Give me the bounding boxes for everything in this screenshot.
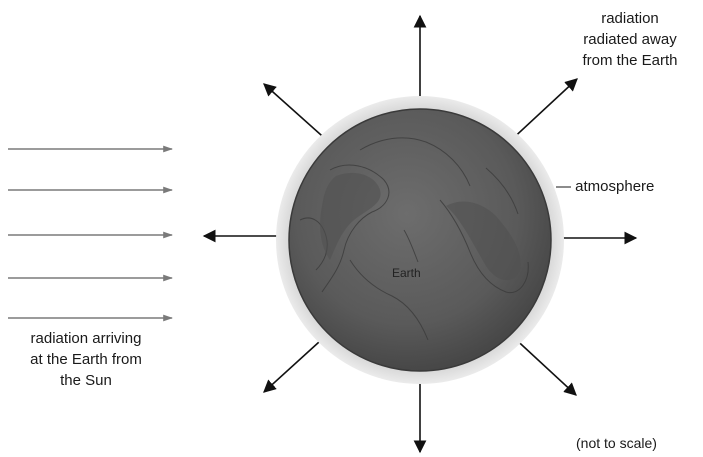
earth-label: Earth	[392, 266, 421, 280]
incoming-radiation-label-line-1: radiation arriving	[0, 328, 172, 349]
incoming-radiation-rays	[8, 149, 172, 318]
incoming-radiation-label-line-2: at the Earth from	[0, 349, 172, 370]
scale-note: (not to scale)	[576, 434, 657, 452]
outgoing-arrow-up-right	[508, 79, 577, 143]
outgoing-arrow-up-left	[264, 84, 330, 143]
atmosphere-label: — atmosphere	[556, 176, 654, 197]
atmosphere-label-text: atmosphere	[575, 178, 654, 195]
outgoing-radiation-label-line-3: from the Earth	[560, 50, 700, 71]
outgoing-radiation-label-line-2: radiated away	[560, 29, 700, 50]
outgoing-radiation-label-line-1: radiation	[560, 8, 700, 29]
incoming-radiation-label: radiation arriving at the Earth from the…	[0, 328, 172, 391]
incoming-radiation-label-line-3: the Sun	[0, 370, 172, 391]
outgoing-radiation-label: radiation radiated away from the Earth	[560, 8, 700, 71]
